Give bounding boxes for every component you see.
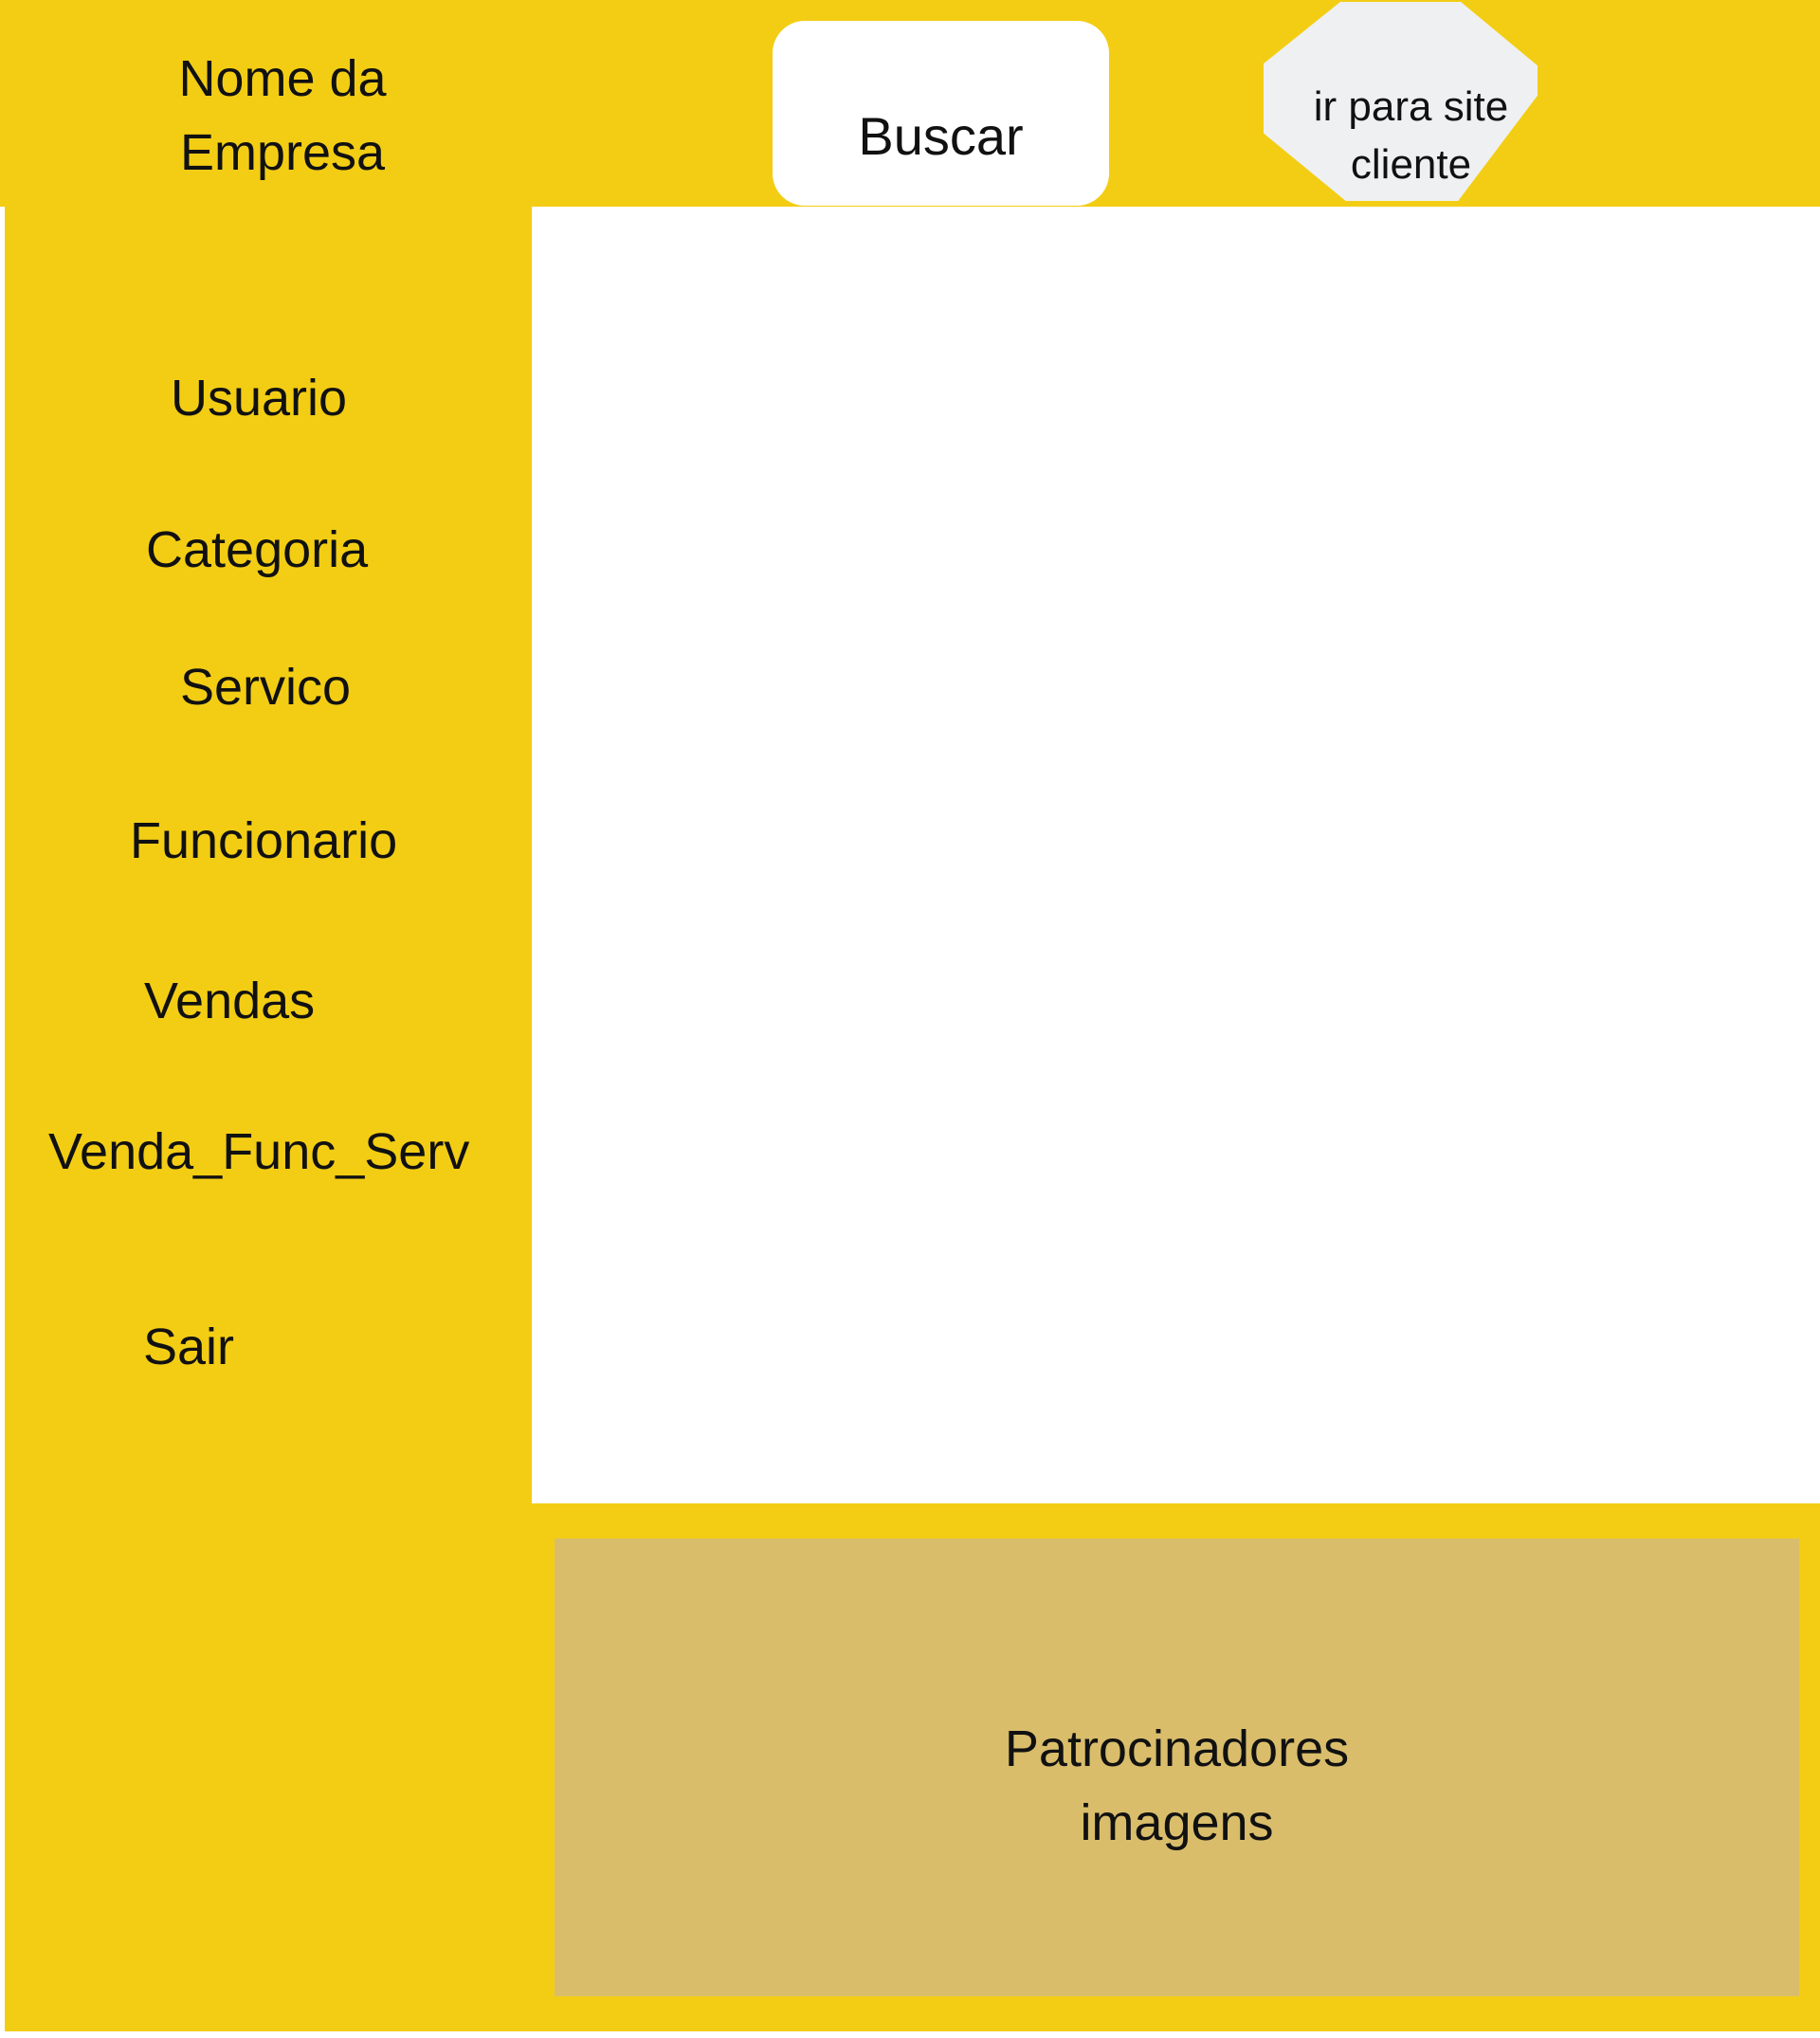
sidebar-item-venda-func-serv[interactable]: Venda_Func_Serv — [48, 1123, 470, 1180]
sidebar-item-usuario[interactable]: Usuario — [171, 370, 348, 427]
sidebar-item-servico[interactable]: Servico — [180, 659, 352, 716]
sidebar-item-categoria[interactable]: Categoria — [146, 521, 369, 578]
sidebar-item-sair[interactable]: Sair — [143, 1319, 235, 1375]
header-bar: Nome da Empresa Buscar ir para site clie… — [0, 0, 1820, 207]
search-button-label: Buscar — [858, 106, 1024, 166]
sidebar: Usuario Categoria Servico Funcionario Ve… — [5, 207, 532, 2031]
sponsors-panel: Patrocinadores imagens — [555, 1538, 1799, 1996]
sidebar-item-funcionario[interactable]: Funcionario — [130, 812, 398, 869]
sidebar-item-vendas[interactable]: Vendas — [144, 973, 316, 1029]
client-site-button-label: ir para site cliente — [1313, 83, 1509, 188]
search-button[interactable]: Buscar — [773, 21, 1109, 206]
main-content-area — [532, 207, 1820, 1503]
client-site-button[interactable]: ir para site cliente — [1264, 2, 1538, 201]
company-name: Nome da Empresa — [178, 50, 387, 181]
sponsors-label: Patrocinadores imagens — [1004, 1720, 1350, 1851]
